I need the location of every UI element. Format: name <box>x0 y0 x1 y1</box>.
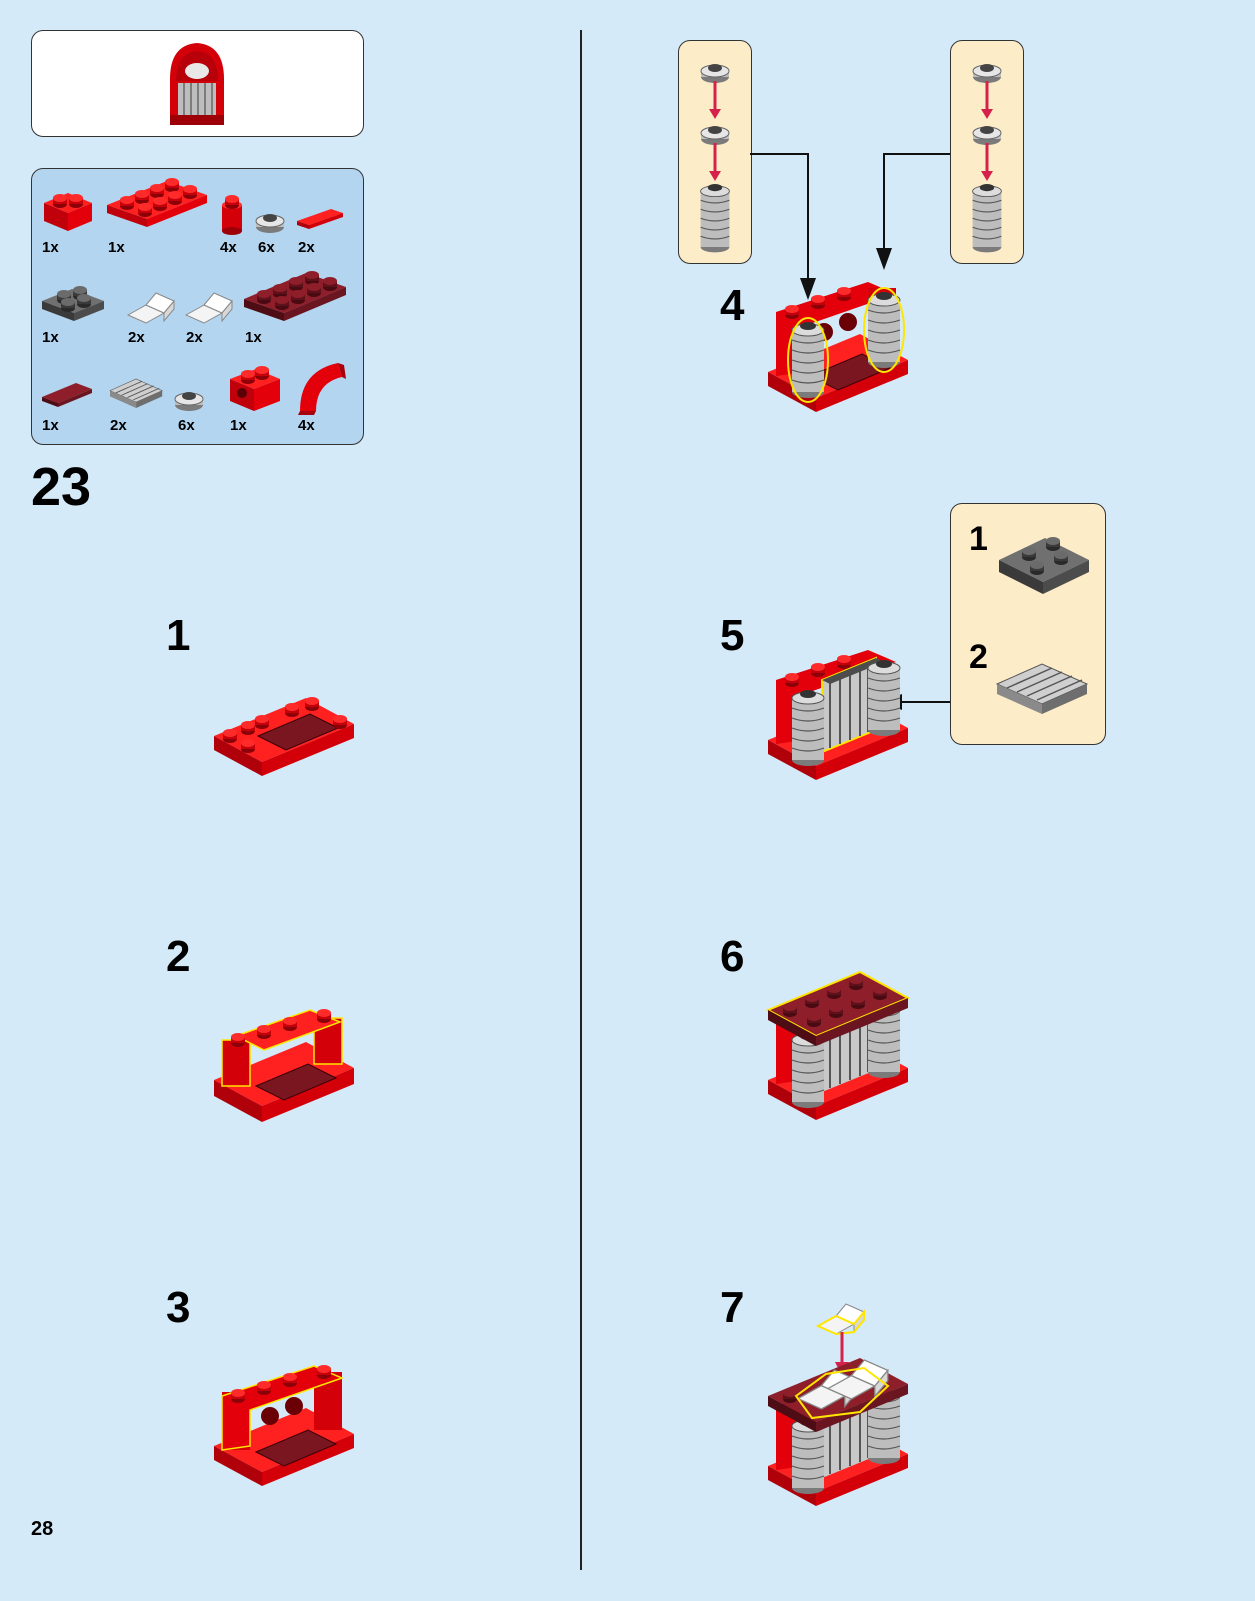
trans-clear-slope-icon-2 <box>185 292 233 324</box>
part-qty-3: 4x <box>220 239 237 256</box>
model-preview-box <box>31 30 364 137</box>
step-4-illustration <box>768 282 908 412</box>
step-5-callout: 1 2 <box>950 503 1106 745</box>
part-qty-1: 1x <box>42 239 59 256</box>
part-qty-13: 1x <box>230 417 247 434</box>
step-4-connector-arrows <box>750 153 950 300</box>
part-qty-10: 1x <box>42 417 59 434</box>
jukebox-preview-image <box>170 43 224 125</box>
dark-red-plate-2x4-icon <box>244 271 346 321</box>
step-5-substep-1-number: 1 <box>969 520 988 558</box>
step-2-illustration <box>214 1009 354 1122</box>
step-5-number: 5 <box>720 611 745 660</box>
step-4-callout-left <box>678 40 752 264</box>
right-stack-sequence <box>972 63 1002 253</box>
step-3-illustration <box>214 1365 354 1486</box>
part-qty-4: 6x <box>258 239 275 256</box>
left-stack-sequence <box>700 63 730 253</box>
part-qty-6: 1x <box>42 329 59 346</box>
part-qty-14: 4x <box>298 417 315 434</box>
main-step-number: 23 <box>31 457 92 517</box>
page-number: 28 <box>31 1518 54 1540</box>
silver-grille-tile-substep <box>996 663 1088 715</box>
part-qty-7: 2x <box>128 329 145 346</box>
step-5-illustration <box>768 650 908 780</box>
silver-round-plate-icon-2 <box>174 391 204 412</box>
step-6-number: 6 <box>720 932 745 981</box>
step-7-number: 7 <box>720 1283 745 1332</box>
step-6-illustration <box>765 970 911 1120</box>
red-plate-2x4-icon <box>107 178 207 227</box>
dark-grey-plate-2x2-substep <box>999 537 1089 594</box>
red-curved-arch-icon <box>298 363 346 415</box>
silver-round-plate-icon <box>255 213 285 234</box>
silver-grille-tile-icon <box>109 378 163 409</box>
red-round-brick-icon <box>222 195 242 235</box>
step-4-callout-right <box>950 40 1024 264</box>
column-divider <box>580 30 582 1570</box>
part-qty-5: 2x <box>298 239 315 256</box>
step-7-illustration <box>768 1358 908 1506</box>
part-qty-12: 6x <box>178 417 195 434</box>
red-tile-1x2-icon <box>297 209 343 229</box>
part-qty-2: 1x <box>108 239 125 256</box>
dark-red-tile-icon <box>42 383 92 407</box>
parts-list-box: 1x 1x 4x 6x 2x 1x 2x 2x <box>31 168 364 445</box>
dark-grey-plate-2x2-icon <box>42 286 104 321</box>
step-1-number: 1 <box>166 611 191 660</box>
part-qty-11: 2x <box>110 417 127 434</box>
red-technic-brick-icon <box>230 366 280 411</box>
red-brick-2x2-icon <box>44 193 92 231</box>
step-2-number: 2 <box>166 932 191 981</box>
step-7-slope-part <box>815 1303 865 1336</box>
part-qty-8: 2x <box>186 329 203 346</box>
step-3-number: 3 <box>166 1283 191 1332</box>
step-4-number: 4 <box>720 281 745 330</box>
part-qty-9: 1x <box>245 329 262 346</box>
trans-clear-slope-icon <box>127 292 175 324</box>
step-1-illustration <box>214 697 354 776</box>
step-5-substep-2-number: 2 <box>969 638 988 676</box>
